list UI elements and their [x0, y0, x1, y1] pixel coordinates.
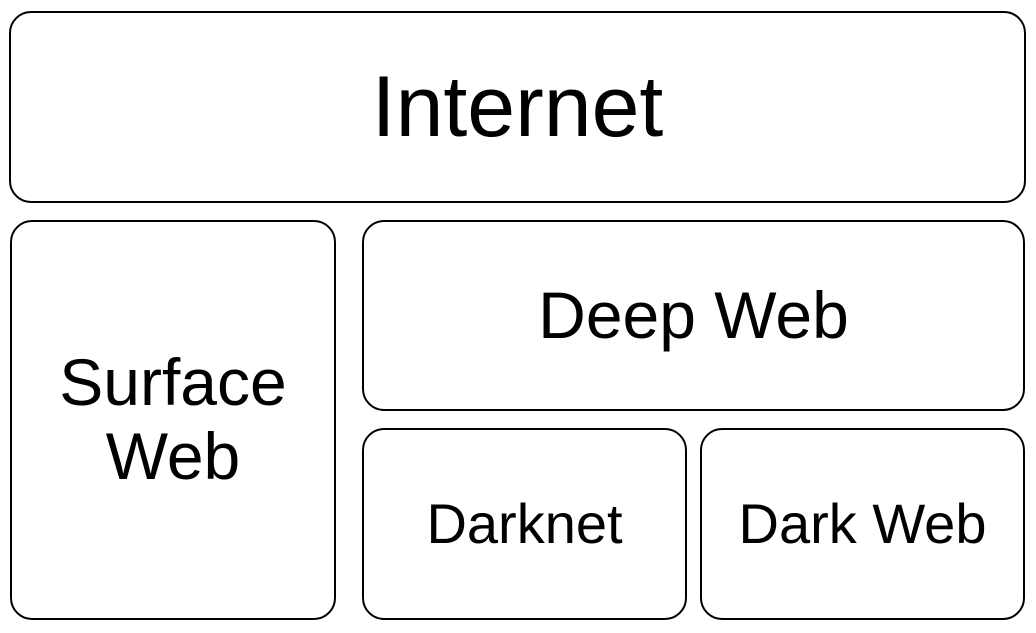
- surface-web-label-line2: Web: [105, 419, 241, 493]
- dark-web-box: Dark Web: [700, 428, 1025, 620]
- darknet-label: Darknet: [426, 491, 623, 555]
- darknet-box: Darknet: [362, 428, 687, 620]
- deep-web-box: Deep Web: [362, 220, 1025, 411]
- surface-web-label-line1: Surface: [59, 345, 287, 420]
- internet-box: Internet: [9, 11, 1026, 203]
- surface-web-box: Surface Web: [10, 220, 336, 620]
- deep-web-label: Deep Web: [538, 277, 849, 352]
- dark-web-label: Dark Web: [738, 491, 987, 555]
- surface-web-label: Surface Web: [59, 345, 287, 494]
- internet-label: Internet: [371, 58, 664, 155]
